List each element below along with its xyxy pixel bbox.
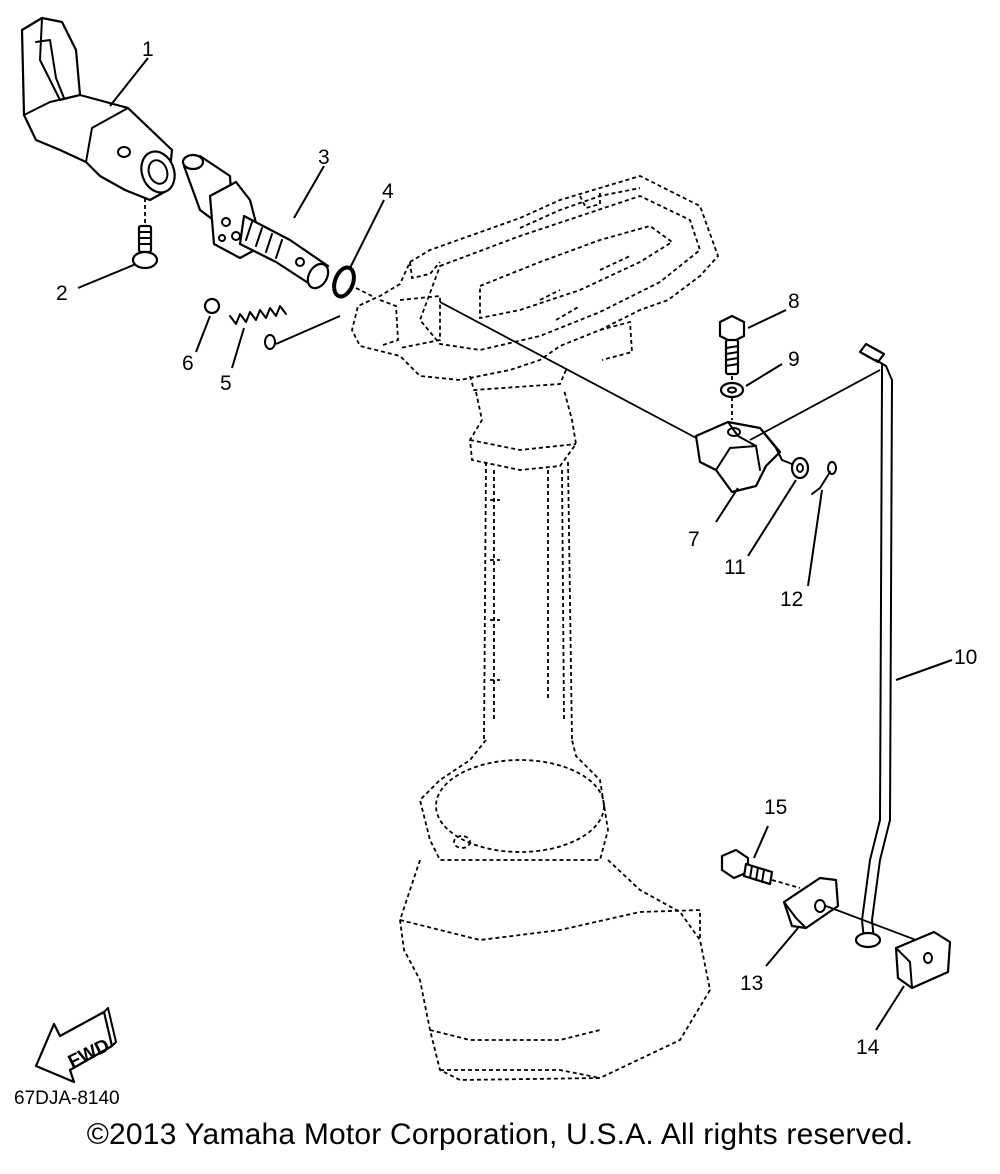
- callout-2: 2: [56, 282, 68, 305]
- callout-9: 9: [788, 348, 800, 371]
- callout-15: 15: [764, 796, 787, 819]
- part-8-bolt: [718, 314, 746, 420]
- part-11-washer: [781, 456, 810, 480]
- upper-casing: [351, 175, 720, 391]
- part-10-long-rod: [749, 342, 893, 949]
- callout-7: 7: [688, 528, 700, 551]
- callout-6: 6: [182, 352, 194, 375]
- part-3-shift-rod: [181, 153, 330, 290]
- part-1-shift-lever: [20, 16, 176, 202]
- part-14-clip: [894, 930, 952, 990]
- part-15-bolt: [720, 848, 801, 889]
- callout-3: 3: [318, 146, 330, 169]
- callout-5: 5: [220, 372, 232, 395]
- part-5-spring: [229, 305, 341, 350]
- callout-11: 11: [724, 556, 746, 579]
- drawing-code: 67DJA-8140: [14, 1088, 120, 1109]
- fwd-direction-arrow: FWD: [34, 1007, 117, 1084]
- callout-labels: 1 2 3 4 5 6 7 8 9 10 11 12 13 14 15: [56, 38, 977, 1059]
- part-12-cotter-pin: [811, 461, 837, 495]
- part-4-o-ring: [332, 265, 373, 299]
- callout-leaders: [77, 57, 953, 1031]
- copyright-notice: ©2013 Yamaha Motor Corporation, U.S.A. A…: [86, 1118, 914, 1151]
- part-2-screw: [131, 198, 159, 270]
- assembly-line-1: [439, 301, 701, 441]
- callout-14: 14: [856, 1036, 880, 1059]
- callout-10: 10: [954, 646, 977, 669]
- callout-8: 8: [788, 290, 800, 313]
- callout-12: 12: [780, 588, 803, 611]
- part-7-bracket: [694, 420, 783, 494]
- part-9-washer: [719, 381, 745, 399]
- callout-1: 1: [142, 38, 154, 61]
- callout-13: 13: [740, 972, 763, 995]
- part-13-holder: [782, 876, 917, 941]
- callout-4: 4: [382, 180, 394, 203]
- drive-shaft-housing: [399, 389, 711, 1081]
- part-6-ball: [203, 297, 221, 315]
